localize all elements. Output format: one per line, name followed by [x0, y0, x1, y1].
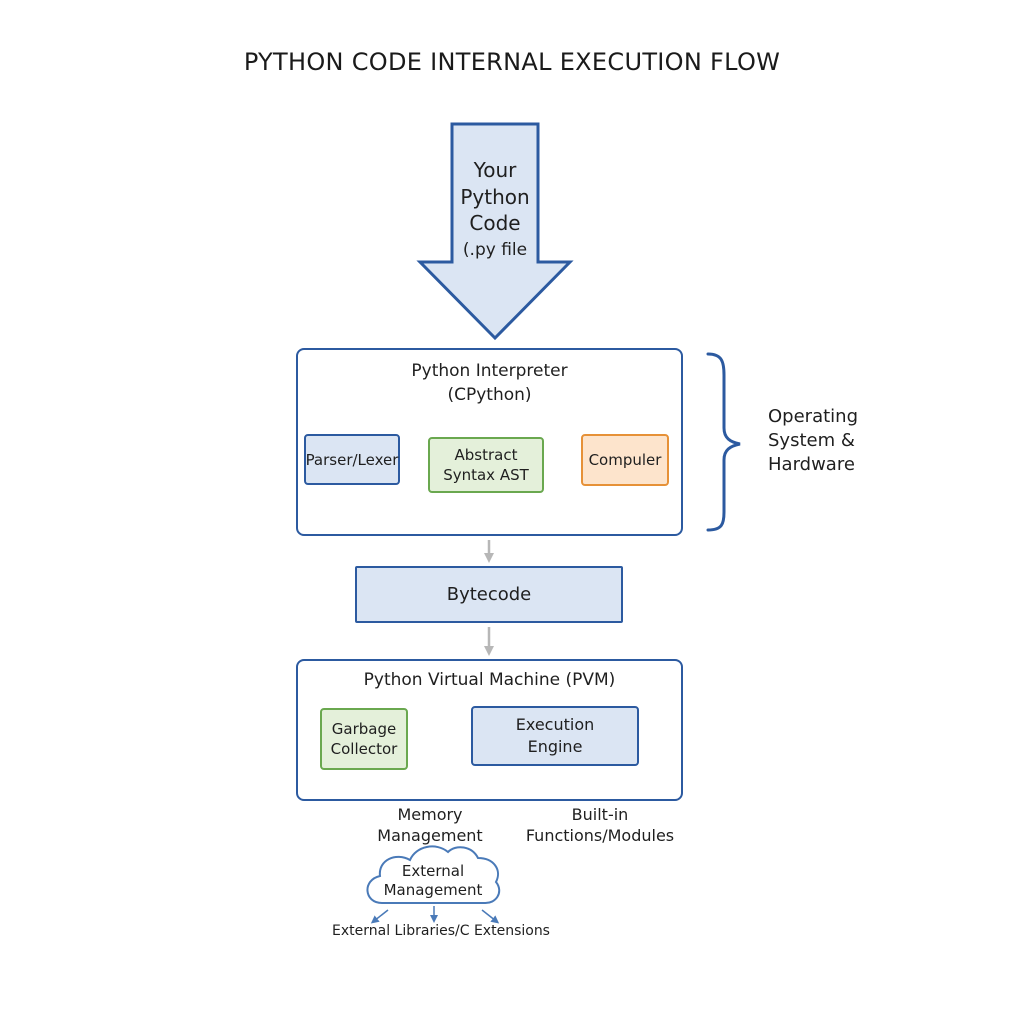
pvm-title: Python Virtual Machine (PVM)	[363, 670, 616, 690]
builtins-line-2: Functions/Modules	[525, 826, 675, 845]
source-line-3: Code	[469, 211, 521, 235]
external-libraries-label: External Libraries/C Extensions	[332, 923, 550, 939]
ast-box: Abstract Syntax AST	[428, 437, 544, 493]
os-line-1: Operating	[768, 406, 858, 427]
builtins-line-1: Built-in	[571, 805, 629, 824]
memory-management-label: Memory Management	[360, 804, 500, 846]
ast-line-1: Abstract	[454, 446, 518, 464]
gc-line-1: Garbage	[331, 720, 397, 738]
ast-line-2: Syntax AST	[443, 466, 529, 484]
compiler-label: Compuler	[588, 451, 662, 469]
memory-line-1: Memory	[397, 805, 463, 824]
cloud-label: External Management	[372, 862, 494, 900]
execution-engine-box: Execution Engine	[471, 706, 639, 766]
cloud-shape	[366, 845, 501, 905]
source-line-2: Python	[460, 184, 530, 209]
parser-lexer-box: Parser/Lexer	[304, 434, 400, 485]
bytecode-box: Bytecode	[355, 566, 623, 623]
garbage-collector-box: Garbage Collector	[320, 708, 408, 770]
cloud-line-2: Management	[383, 881, 483, 899]
interpreter-title-line-2: (CPython)	[447, 385, 532, 405]
gc-line-2: Collector	[330, 740, 398, 758]
engine-line-1: Execution	[515, 715, 595, 734]
os-hardware-label: Operating System & Hardware	[768, 405, 858, 477]
cloud-arrow-right	[481, 909, 500, 924]
cloud-line-1: External	[401, 862, 465, 880]
interpreter-title-line-1: Python Interpreter	[411, 361, 568, 381]
diagram-title: PYTHON CODE INTERNAL EXECUTION FLOW	[243, 48, 781, 76]
os-brace	[706, 352, 741, 532]
source-code-arrow	[416, 122, 574, 341]
source-line-1: Your	[473, 158, 517, 182]
memory-line-2: Management	[377, 826, 483, 845]
source-code-label: Your Python Code (.py file	[452, 157, 538, 263]
builtins-label: Built-in Functions/Modules	[515, 804, 685, 846]
compiler-box: Compuler	[581, 434, 669, 486]
parser-lexer-label: Parser/Lexer	[305, 450, 399, 469]
cloud-arrow-left	[370, 909, 389, 924]
bytecode-label: Bytecode	[446, 584, 532, 605]
os-line-2: System &	[768, 430, 855, 451]
source-line-4: (.py file	[462, 239, 528, 260]
engine-line-2: Engine	[527, 737, 583, 756]
interpreter-title: Python Interpreter (CPython)	[296, 359, 683, 407]
os-line-3: Hardware	[768, 454, 855, 475]
